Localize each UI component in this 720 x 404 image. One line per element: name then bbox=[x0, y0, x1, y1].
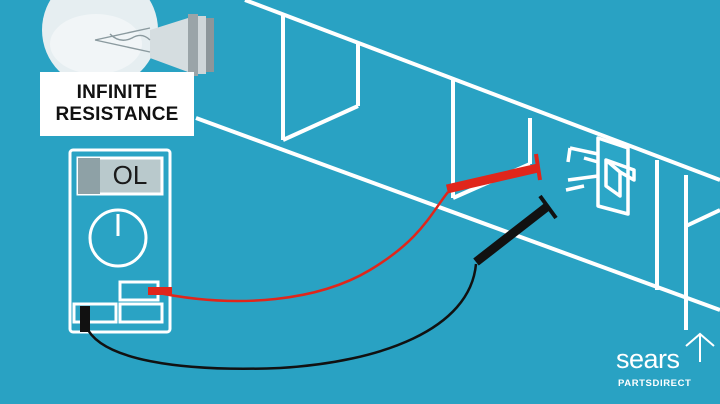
wall-frame bbox=[195, 0, 720, 330]
switch bbox=[565, 136, 636, 216]
multimeter bbox=[68, 148, 172, 334]
label-line-2: RESISTANCE bbox=[55, 104, 179, 125]
brand-name: sears bbox=[616, 344, 680, 374]
label-line-1: INFINITE bbox=[76, 82, 158, 103]
black-lead bbox=[80, 194, 558, 370]
light-bulb-icon bbox=[42, 0, 214, 88]
resistance-label: INFINITE RESISTANCE bbox=[40, 72, 194, 136]
house-roof-icon bbox=[685, 332, 715, 362]
multimeter-display: OL bbox=[112, 160, 148, 190]
brand-sub: PARTSDIRECT bbox=[618, 378, 692, 389]
brand-logo: sears PARTSDIRECT bbox=[612, 340, 712, 396]
red-lead bbox=[148, 153, 542, 303]
